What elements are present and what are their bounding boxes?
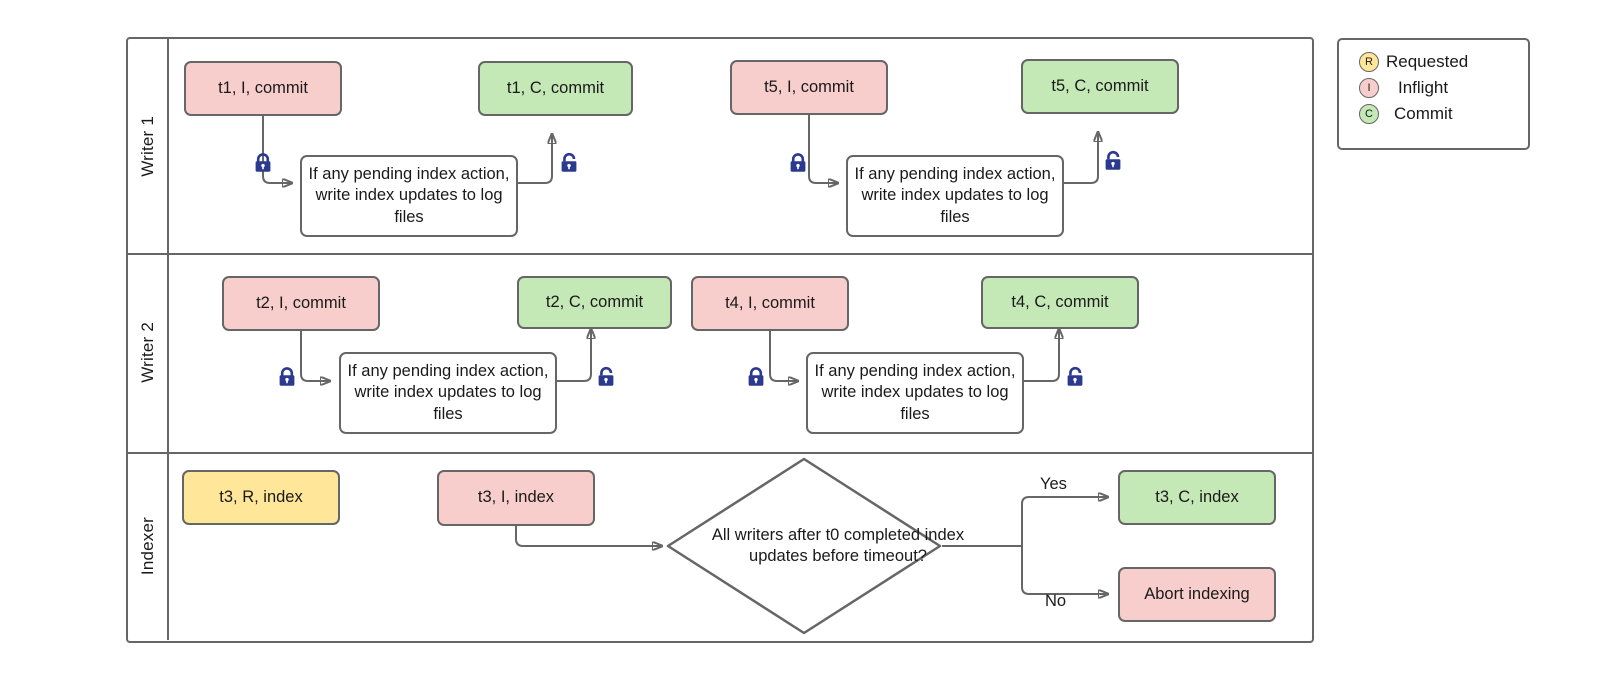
node-abort-indexing[interactable]: Abort indexing [1118, 567, 1276, 622]
legend-panel: R Requested I Inflight C Commit [1337, 38, 1530, 150]
node-t3-requested[interactable]: t3, R, index [182, 470, 340, 525]
node-t5-commit[interactable]: t5, C, commit [1021, 59, 1179, 114]
lock-open-icon [1100, 150, 1122, 172]
node-t4-commit[interactable]: t4, C, commit [981, 276, 1139, 329]
node-t5-inflight[interactable]: t5, I, commit [730, 60, 888, 115]
node-t3-commit[interactable]: t3, C, index [1118, 470, 1276, 525]
node-t2-inflight[interactable]: t2, I, commit [222, 276, 380, 331]
lane-writer-2: Writer 2 [128, 253, 1312, 452]
node-t1-commit[interactable]: t1, C, commit [478, 61, 633, 116]
legend-label-requested: Requested [1386, 52, 1469, 71]
lane-header-writer-1: Writer 1 [128, 39, 169, 253]
lane-header-indexer: Indexer [128, 452, 169, 640]
node-t3-inflight[interactable]: t3, I, index [437, 470, 595, 526]
node-t2-commit[interactable]: t2, C, commit [517, 276, 672, 329]
lane-header-writer-2: Writer 2 [128, 253, 169, 452]
lock-open-icon [593, 366, 615, 388]
legend-label-inflight: Inflight [1398, 78, 1449, 97]
lane-label-indexer: Indexer [137, 516, 157, 576]
lock-closed-icon [252, 152, 274, 174]
requested-badge-icon: R [1359, 52, 1379, 72]
edge-label-yes: Yes [1040, 475, 1067, 493]
decision-diamond-shape [666, 457, 942, 635]
lock-closed-icon [276, 366, 298, 388]
lock-closed-icon [787, 152, 809, 174]
lock-open-icon [556, 152, 578, 174]
edge-label-no: No [1045, 592, 1067, 610]
commit-badge-icon: C [1359, 104, 1379, 124]
legend-item-commit: C Commit [1339, 101, 1528, 127]
legend-label-commit: Commit [1394, 104, 1453, 123]
legend-item-inflight: I Inflight [1339, 75, 1528, 101]
lane-label-writer-1: Writer 1 [137, 115, 157, 177]
node-t1-inflight[interactable]: t1, I, commit [184, 61, 342, 116]
lock-closed-icon [745, 366, 767, 388]
legend-item-requested: R Requested [1339, 49, 1528, 75]
node-t1-process[interactable]: If any pending index action, write index… [300, 155, 518, 237]
node-t4-inflight[interactable]: t4, I, commit [691, 276, 849, 331]
inflight-badge-icon: I [1359, 78, 1379, 98]
node-t5-process[interactable]: If any pending index action, write index… [846, 155, 1064, 237]
lane-label-writer-2: Writer 2 [137, 322, 157, 383]
lane-divider-1 [128, 253, 1312, 255]
node-t2-process[interactable]: If any pending index action, write index… [339, 352, 557, 434]
lane-indexer: Indexer [128, 452, 1312, 640]
lane-writer-1: Writer 1 [128, 39, 1312, 253]
decision-diamond[interactable]: All writers after t0 completed index upd… [666, 457, 964, 635]
lock-open-icon [1062, 366, 1084, 388]
node-t4-process[interactable]: If any pending index action, write index… [806, 352, 1024, 434]
lane-divider-2 [128, 452, 1312, 454]
